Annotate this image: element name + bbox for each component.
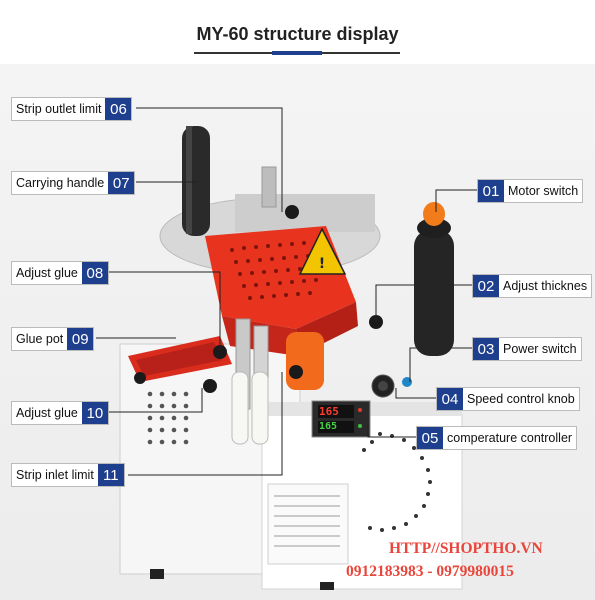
leader-01 [435, 189, 477, 212]
leader-11 [128, 372, 283, 476]
page-title: MY-60 structure display [196, 24, 399, 44]
white-roller-left [231, 371, 249, 445]
leader-08 [108, 271, 221, 350]
leader-03 [409, 347, 472, 382]
callout-power-switch: 03 Power switch [472, 337, 582, 361]
callout-strip-outlet-limit: Strip outlet limit 06 [11, 97, 133, 121]
leader-05 [367, 425, 416, 438]
watermark-phone: 0912183983 - 0979980015 [346, 563, 514, 580]
leader-10 [108, 388, 203, 413]
callout-adjust-glue-10: Adjust glue 10 [11, 401, 109, 425]
top-post [261, 166, 277, 208]
callout-strip-inlet-limit: Strip inlet limit 11 [11, 463, 125, 487]
warning-triangle-icon [298, 227, 347, 275]
foot-right [320, 582, 334, 590]
temperature-readout-top: 165 [319, 405, 339, 418]
hood-perforations [230, 241, 318, 300]
spec-label [267, 483, 349, 565]
right-handle [414, 230, 454, 356]
leader-04 [395, 388, 436, 399]
spec-label-lines [274, 495, 340, 547]
temperature-readout-bottom: 165 [319, 421, 338, 432]
leader-02 [375, 284, 472, 322]
title-underline-accent [272, 51, 322, 55]
callout-temperature-controller: 05 comperature controller [416, 426, 578, 450]
leader-06 [136, 107, 283, 212]
callout-speed-control-knob: 04 Speed control knob [436, 387, 580, 411]
callout-motor-switch: 01 Motor switch [477, 179, 584, 203]
callout-carrying-handle: Carrying handle 07 [11, 171, 136, 195]
edge-banding-machine-illustration: ! [119, 126, 463, 590]
svg-text:!: ! [319, 256, 325, 272]
callout-adjust-glue-08: Adjust glue 08 [11, 261, 109, 285]
callout-adjust-thickness: 02 Adjust thicknes [472, 274, 593, 298]
watermark-url: HTTP//SHOPTHO.VN [389, 540, 543, 557]
callout-glue-pot: Glue pot 09 [11, 327, 95, 351]
left-vent-holes [147, 391, 189, 445]
motor-switch-knob [423, 202, 445, 226]
right-vent-holes [362, 432, 432, 532]
white-roller-right [251, 371, 269, 445]
title-underline [194, 51, 400, 55]
foot-left [150, 569, 164, 579]
